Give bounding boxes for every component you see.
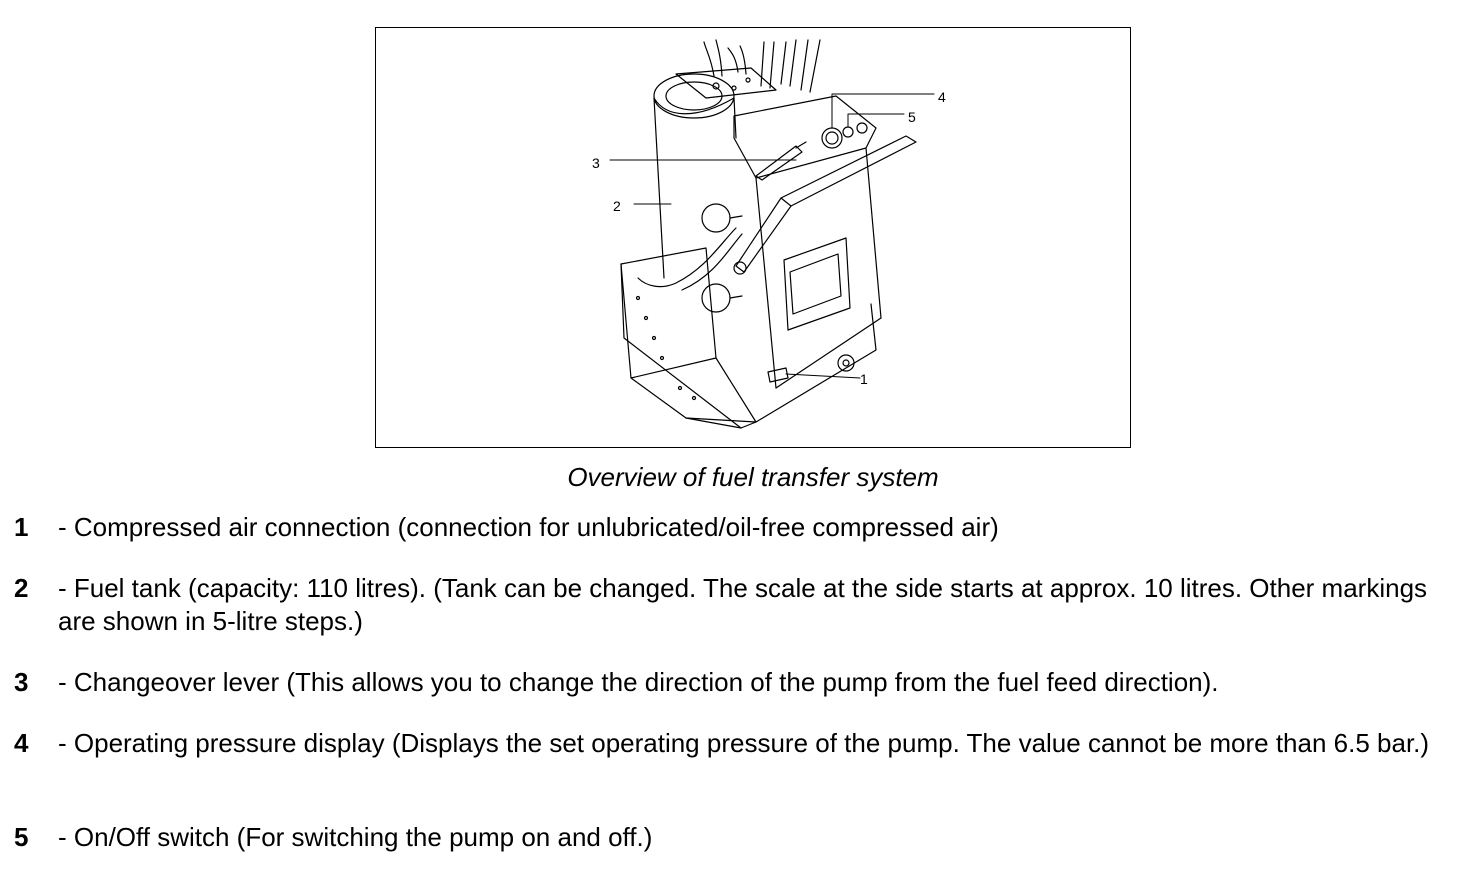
legend-number: 5 (14, 822, 29, 852)
legend-number: 2 (14, 573, 29, 603)
callout-1: 1 (860, 371, 868, 387)
figure-frame: 1 2 3 4 5 (375, 27, 1131, 448)
legend-text: - Fuel tank (capacity: 110 litres). (Tan… (58, 573, 1428, 636)
callout-4: 4 (938, 89, 946, 105)
callout-3: 3 (592, 155, 600, 171)
legend-number: 4 (14, 728, 29, 758)
callout-2: 2 (613, 198, 621, 214)
legend-text: - Compressed air connection (connection … (58, 512, 999, 542)
legend-number: 3 (14, 667, 29, 697)
legend-text: - Operating pressure display (Displays t… (58, 728, 1430, 758)
legend-text: - Changeover lever (This allows you to c… (58, 667, 1219, 697)
fuel-transfer-system-illustration: 1 2 3 4 5 (592, 39, 946, 429)
legend-text: - On/Off switch (For switching the pump … (58, 822, 653, 852)
legend-number: 1 (14, 512, 29, 542)
callout-5: 5 (908, 109, 916, 125)
figure-caption: Overview of fuel transfer system (567, 462, 939, 492)
